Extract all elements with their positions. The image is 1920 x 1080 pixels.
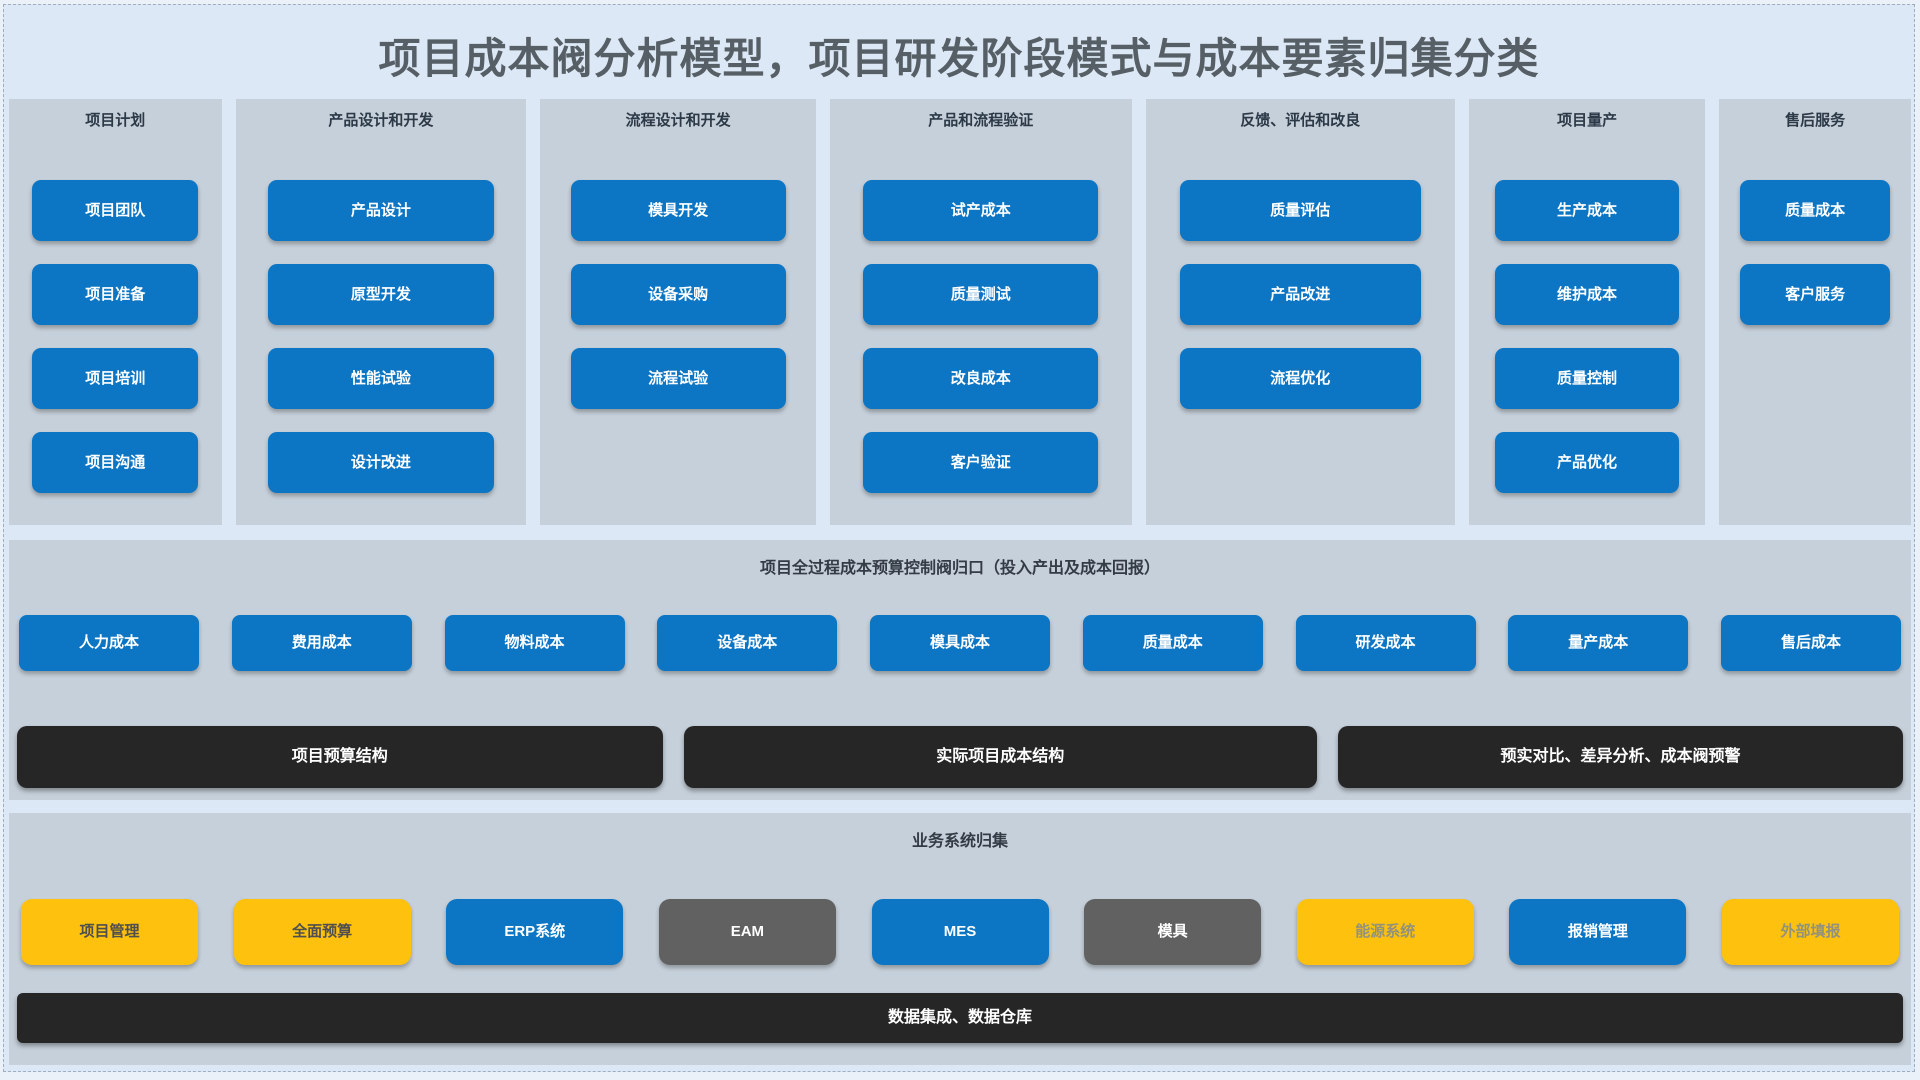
stage-header: 反馈、评估和改良: [1240, 112, 1361, 129]
structure-box[interactable]: 项目预算结构: [17, 726, 663, 788]
stage-item[interactable]: 客户验证: [863, 432, 1099, 493]
cost-box[interactable]: 物料成本: [444, 615, 625, 671]
system-box[interactable]: ERP系统: [446, 899, 624, 965]
stage-item[interactable]: 流程试验: [570, 348, 786, 409]
stage-item[interactable]: 设计改进: [267, 432, 495, 493]
stage-item[interactable]: 产品优化: [1494, 432, 1680, 493]
stage-item[interactable]: 项目准备: [32, 264, 199, 325]
valve-section-title: 项目全过程成本预算控制阀归口（投入产出及成本回报）: [759, 560, 1160, 577]
stage-item[interactable]: 项目团队: [32, 180, 199, 241]
diagram-canvas: 项目成本阀分析模型，项目研发阶段模式与成本要素归集分类 项目计划项目团队项目准备…: [3, 4, 1915, 1072]
stage-columns: 项目计划项目团队项目准备项目培训项目沟通产品设计和开发产品设计原型开发性能试验设…: [9, 99, 1911, 525]
stage-item[interactable]: 产品设计: [267, 180, 495, 241]
system-box[interactable]: 外部填报: [1722, 899, 1899, 965]
business-section-title: 业务系统归集: [911, 833, 1008, 850]
stage-column-1: 项目计划项目团队项目准备项目培训项目沟通: [9, 99, 222, 525]
stage-item[interactable]: 改良成本: [863, 348, 1099, 409]
cost-box[interactable]: 量产成本: [1508, 615, 1689, 671]
stage-header: 项目计划: [85, 112, 146, 129]
stage-item[interactable]: 模具开发: [570, 180, 786, 241]
stage-header: 产品和流程验证: [928, 112, 1034, 129]
stage-item[interactable]: 设备采购: [570, 264, 786, 325]
structure-box-row: 项目预算结构实际项目成本结构预实对比、差异分析、成本阀预警: [17, 726, 1903, 788]
system-box[interactable]: 能源系统: [1296, 899, 1474, 965]
structure-box[interactable]: 实际项目成本结构: [683, 726, 1318, 788]
stage-item-list: 模具开发设备采购流程试验: [540, 180, 816, 409]
stage-column-6: 项目量产生产成本维护成本质量控制产品优化: [1468, 99, 1706, 525]
system-box[interactable]: MES: [871, 899, 1049, 965]
stage-item-list: 产品设计原型开发性能试验设计改进: [236, 180, 527, 493]
stage-item[interactable]: 质量评估: [1179, 180, 1421, 241]
stage-item-list: 质量评估产品改进流程优化: [1146, 180, 1455, 409]
stage-item[interactable]: 质量控制: [1494, 348, 1680, 409]
stage-item[interactable]: 质量成本: [1740, 180, 1890, 241]
cost-box[interactable]: 人力成本: [19, 615, 199, 671]
cost-box[interactable]: 研发成本: [1295, 615, 1476, 671]
stage-header: 项目量产: [1557, 112, 1618, 129]
system-box[interactable]: EAM: [658, 899, 836, 965]
cost-box[interactable]: 质量成本: [1082, 615, 1263, 671]
stage-item[interactable]: 产品改进: [1179, 264, 1421, 325]
stage-item[interactable]: 性能试验: [267, 348, 495, 409]
stage-column-7: 售后服务质量成本客户服务: [1719, 99, 1911, 525]
stage-header: 售后服务: [1785, 112, 1846, 129]
stage-header: 流程设计和开发: [625, 112, 731, 129]
system-box[interactable]: 报销管理: [1509, 899, 1687, 965]
stage-item-list: 生产成本维护成本质量控制产品优化: [1469, 180, 1705, 493]
stage-item-list: 项目团队项目准备项目培训项目沟通: [9, 180, 222, 493]
stage-item[interactable]: 项目沟通: [32, 432, 199, 493]
stage-item[interactable]: 质量测试: [863, 264, 1099, 325]
cost-box[interactable]: 售后成本: [1721, 615, 1901, 671]
stage-item[interactable]: 维护成本: [1494, 264, 1680, 325]
data-warehouse-box[interactable]: 数据集成、数据仓库: [17, 993, 1903, 1043]
system-box-row: 项目管理全面预算 ERP系统 EAM MES 模具能源系统报销管理外部填报: [21, 899, 1899, 965]
page-title: 项目成本阀分析模型，项目研发阶段模式与成本要素归集分类: [378, 35, 1540, 82]
stage-item-list: 试产成本质量测试改良成本客户验证: [830, 180, 1132, 493]
stage-item[interactable]: 项目培训: [32, 348, 199, 409]
structure-box[interactable]: 预实对比、差异分析、成本阀预警: [1338, 726, 1903, 788]
system-box[interactable]: 项目管理: [21, 899, 198, 965]
stage-column-3: 流程设计和开发模具开发设备采购流程试验: [540, 99, 816, 525]
stage-item-list: 质量成本客户服务: [1719, 180, 1911, 325]
system-box[interactable]: 模具: [1084, 899, 1262, 965]
stage-item[interactable]: 客户服务: [1740, 264, 1890, 325]
cost-box[interactable]: 模具成本: [870, 615, 1050, 671]
stage-item[interactable]: 生产成本: [1494, 180, 1680, 241]
cost-box-row: 人力成本费用成本物料成本设备成本模具成本质量成本研发成本量产成本售后成本: [19, 615, 1901, 671]
valve-section: 项目全过程成本预算控制阀归口（投入产出及成本回报） 人力成本费用成本物料成本设备…: [9, 540, 1911, 800]
stage-column-5: 反馈、评估和改良质量评估产品改进流程优化: [1145, 99, 1455, 525]
business-section: 业务系统归集 项目管理全面预算 ERP系统 EAM MES 模具能源系统报销管理外部填报…: [9, 813, 1911, 1065]
system-box[interactable]: 全面预算: [233, 899, 411, 965]
stage-column-2: 产品设计和开发产品设计原型开发性能试验设计改进: [235, 99, 527, 525]
stage-item[interactable]: 流程优化: [1179, 348, 1421, 409]
stage-header: 产品设计和开发: [328, 112, 434, 129]
stage-item[interactable]: 试产成本: [863, 180, 1099, 241]
cost-box[interactable]: 设备成本: [657, 615, 838, 671]
stage-item[interactable]: 原型开发: [267, 264, 495, 325]
stage-column-4: 产品和流程验证试产成本质量测试改良成本客户验证: [830, 99, 1132, 525]
cost-box[interactable]: 费用成本: [231, 615, 412, 671]
